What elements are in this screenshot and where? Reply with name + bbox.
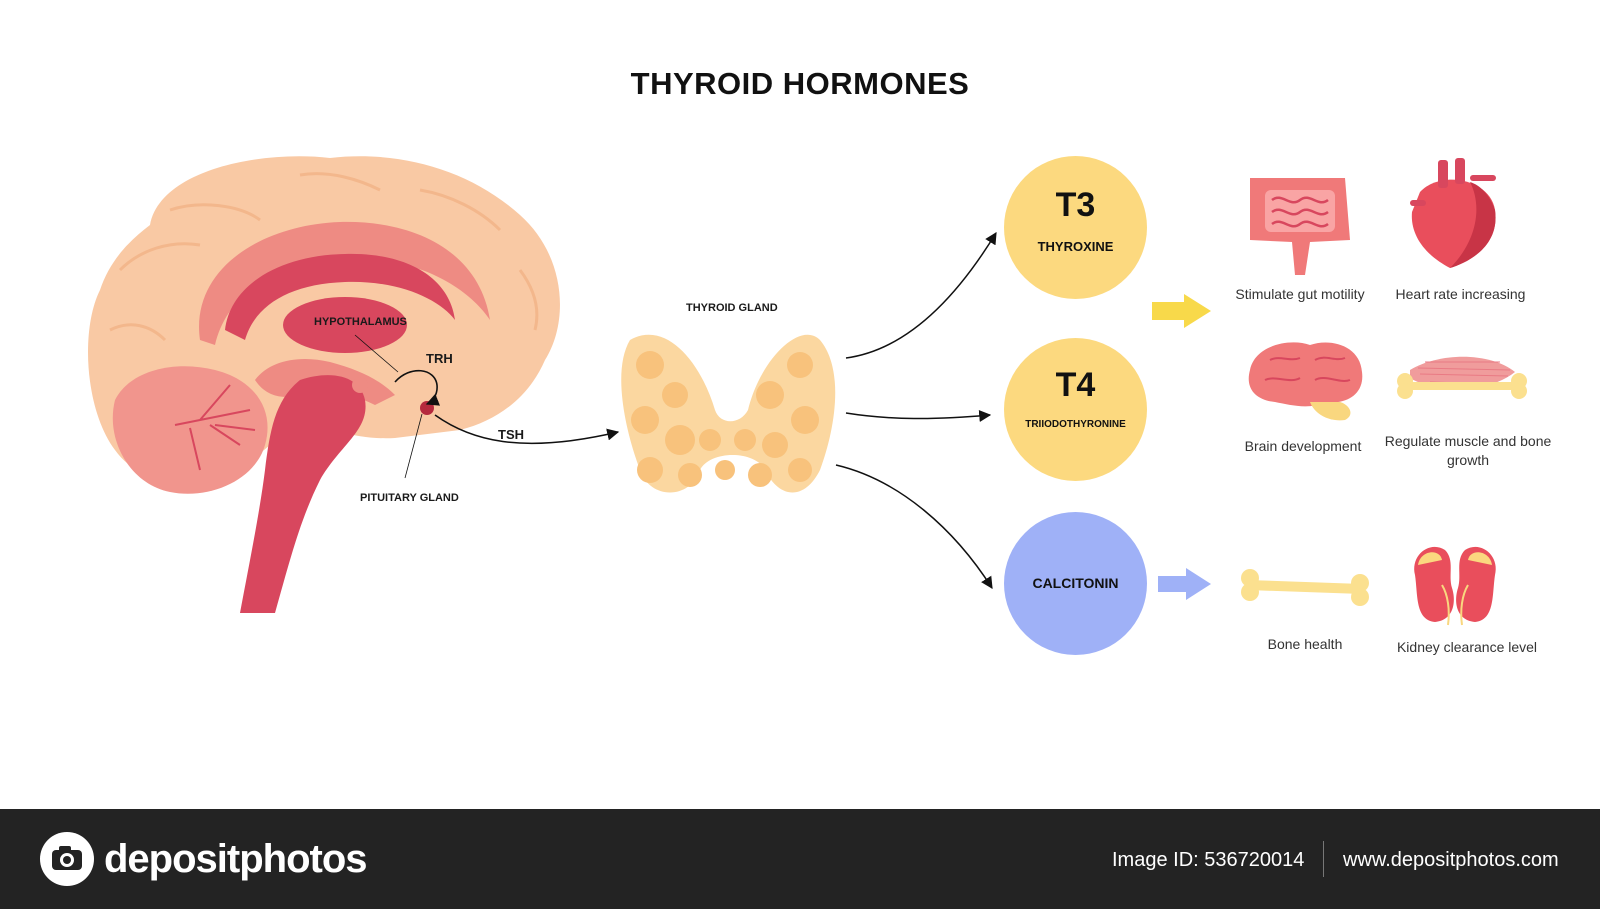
effect-label: Kidney clearance level — [1396, 639, 1538, 655]
kidney-icon — [1414, 546, 1496, 626]
hypothalamus-label: HYPOTHALAMUS — [314, 316, 407, 328]
brain-icon — [88, 156, 560, 613]
hormone-name: THYROXINE — [1037, 239, 1114, 254]
hormone-circle-calcitonin: CALCITONIN — [1004, 512, 1147, 655]
intestine-icon — [1250, 178, 1350, 275]
footer-divider — [1323, 841, 1324, 877]
thyroid-gland-label: THYROID GLAND — [686, 302, 778, 314]
site-url-link[interactable]: www.depositphotos.com — [1343, 849, 1559, 871]
thyroid-gland-icon — [621, 334, 836, 493]
pituitary-gland-label: PITUITARY GLAND — [360, 492, 459, 504]
hormone-symbol: T3 — [1055, 186, 1096, 224]
effect-label: Stimulate gut motility — [1235, 286, 1365, 302]
brand-logo-text: depositphotos — [104, 837, 368, 881]
heart-icon — [1410, 158, 1496, 268]
yellow-arrow-icon — [1152, 294, 1211, 328]
effect-label: Heart rate increasing — [1395, 286, 1526, 302]
hormone-name: TRIIODOTHYRONINE — [1025, 419, 1126, 430]
tsh-label: TSH — [498, 427, 524, 442]
diagram-graphics — [88, 156, 1527, 626]
effect-label: Bone health — [1267, 636, 1343, 652]
blue-arrow-icon — [1158, 568, 1211, 600]
brain-small-icon — [1248, 342, 1363, 421]
page-title: THYROID HORMONES — [630, 66, 970, 101]
hormone-circle-t4: T4 TRIIODOTHYRONINE — [1004, 338, 1147, 481]
effect-label: Brain development — [1244, 438, 1362, 454]
diagram-canvas: THYROID HORMONES — [88, 66, 1552, 655]
hormone-circle-t3: T3 THYROXINE — [1004, 156, 1147, 299]
bone-icon — [1241, 569, 1369, 606]
muscle-bone-icon — [1397, 356, 1527, 399]
hormone-symbol: T4 — [1055, 366, 1096, 404]
effect-label: Regulate muscle and bone growth — [1384, 433, 1552, 468]
hormone-name: CALCITONIN — [1032, 575, 1119, 591]
image-id-text: Image ID: 536720014 — [1112, 849, 1305, 871]
footer-bar: depositphotos Image ID: 536720014 www.de… — [0, 809, 1600, 909]
trh-label: TRH — [426, 351, 453, 366]
camera-logo-icon — [40, 832, 94, 886]
